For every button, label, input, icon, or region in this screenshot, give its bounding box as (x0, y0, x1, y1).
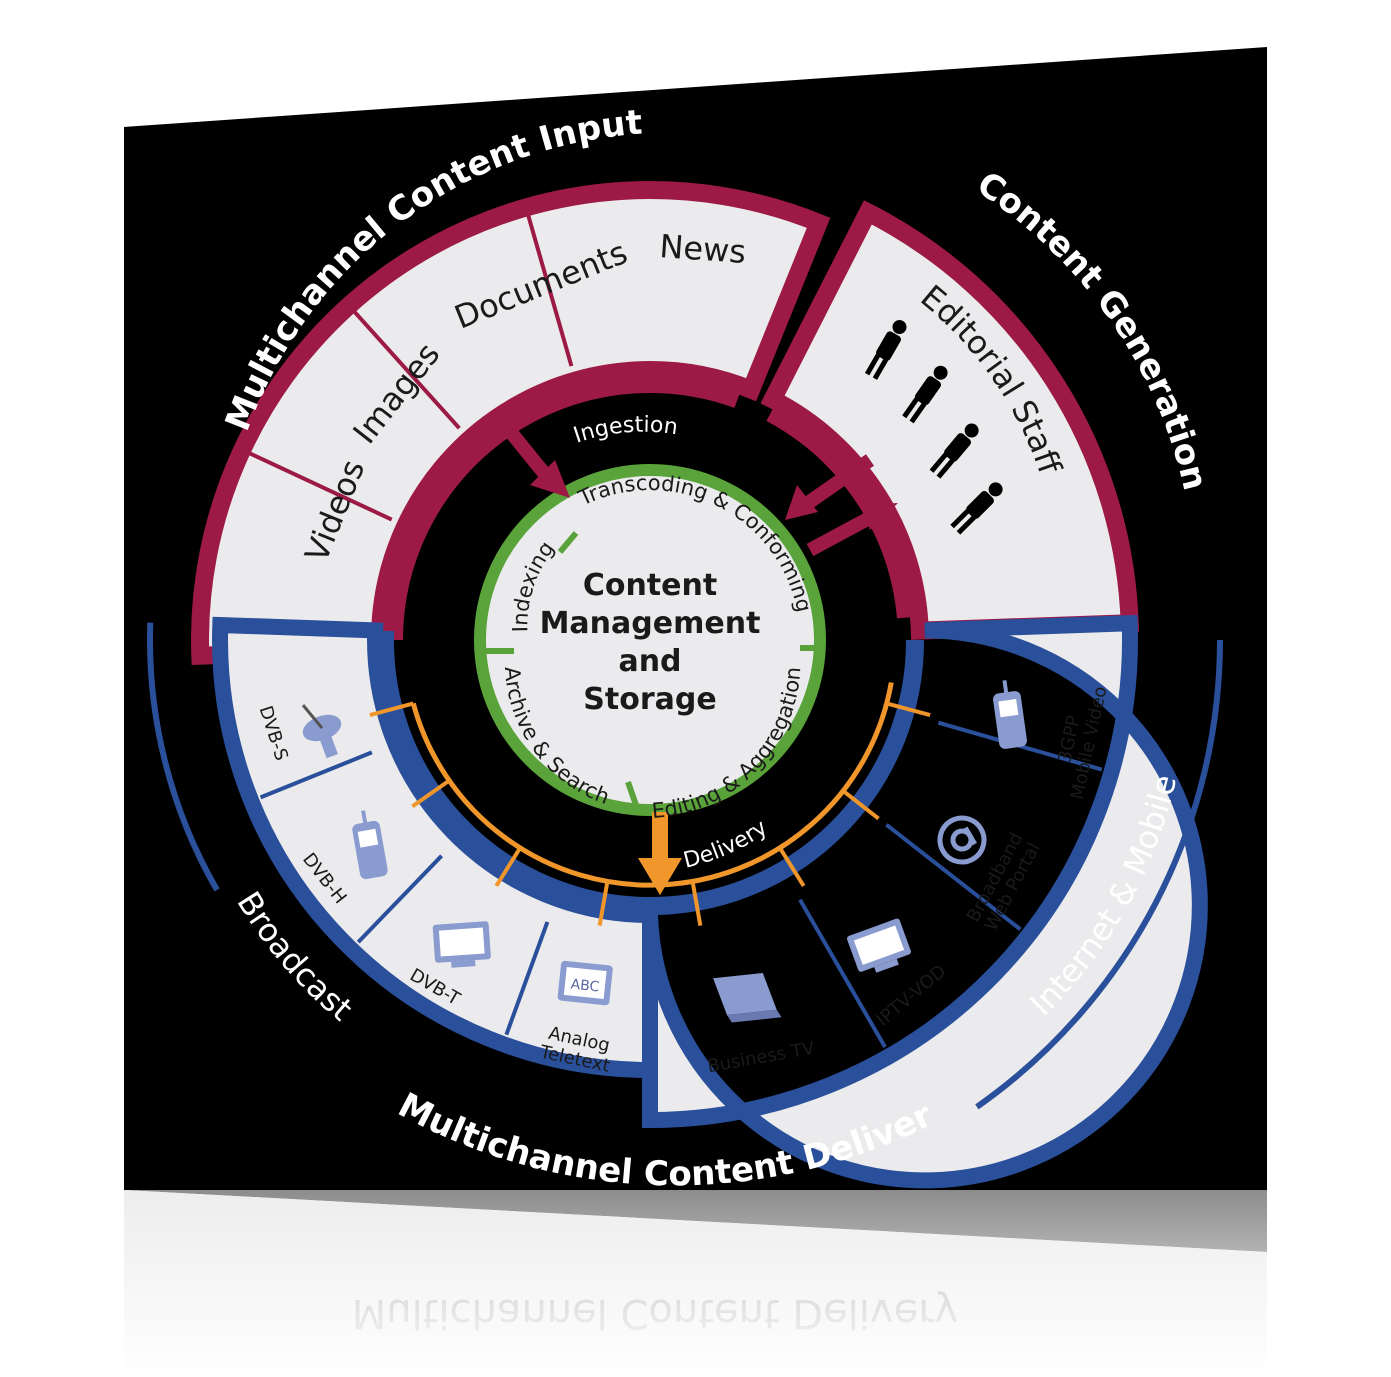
delivery-tick (369, 701, 414, 717)
generation-panel-group (760, 200, 1140, 640)
person-icon (864, 320, 907, 380)
reflection: Multichannel Content Delivery (124, 1190, 1267, 1377)
monitor-icon (432, 921, 491, 968)
delivery-divider (259, 750, 373, 800)
delivery-arrow-head (638, 858, 682, 895)
teletext-tv-icon: ABC (557, 960, 613, 1006)
generation-arrow-in-head (785, 485, 818, 520)
delivery-tick (778, 846, 806, 887)
mobile-phone-icon (993, 680, 1027, 749)
delivery-divider (798, 898, 887, 1049)
delivery-divider (356, 854, 444, 944)
delivery-tick (841, 789, 880, 821)
core-title: Content Management and Storage (540, 568, 761, 717)
broadcast-bracket (146, 622, 220, 892)
core-circle (474, 464, 826, 816)
generation-inner-arc (766, 408, 911, 619)
mobile-phone-icon (352, 810, 388, 880)
at-sign-icon (937, 815, 987, 865)
delivery-tick (494, 846, 522, 887)
teletext-icon-text: ABC (570, 977, 600, 996)
core-divider (625, 781, 639, 806)
input-item-news: News (658, 227, 747, 271)
core-ring (474, 464, 826, 816)
delivery-inner-arc (376, 630, 925, 916)
delivery-tick (886, 701, 931, 717)
generation-arrow-out-head (860, 503, 898, 530)
input-dividers (245, 211, 574, 522)
generation-arrow-in (801, 454, 874, 511)
core-title-line: Content (583, 568, 717, 603)
delivery-tick (411, 778, 451, 808)
core-title-line: and (618, 644, 681, 679)
input-divider (525, 211, 574, 367)
person-icon (902, 365, 948, 424)
input-panel (191, 181, 831, 666)
person-icon (929, 423, 979, 479)
generation-panel (760, 200, 1140, 640)
internet-bracket (975, 639, 1223, 1110)
core-title-line: Management (540, 606, 761, 641)
delivery-tick (690, 880, 703, 926)
delivery-dividers (259, 720, 1103, 1049)
core-title-line: Storage (583, 682, 716, 717)
delivery-divider (885, 823, 1022, 931)
core-divider (557, 531, 579, 554)
input-divider (245, 450, 393, 522)
monitor-icon (847, 918, 911, 973)
person-icon (950, 482, 1003, 535)
ingestion-arrow-head (530, 460, 570, 498)
delivery-tick (597, 880, 610, 926)
generation-arrow-out (806, 508, 879, 557)
editorial-staff-figures (864, 320, 1003, 535)
internet-panel (642, 614, 1208, 1189)
input-divider (350, 307, 461, 430)
delivery-divider (504, 921, 550, 1036)
laptop-icon (713, 973, 782, 1023)
delivery-arrow (652, 812, 668, 862)
satellite-dish-icon (301, 704, 342, 759)
ingestion-arrow (499, 420, 554, 483)
delivery-ticks (369, 701, 931, 926)
flow-arrows (499, 420, 898, 895)
